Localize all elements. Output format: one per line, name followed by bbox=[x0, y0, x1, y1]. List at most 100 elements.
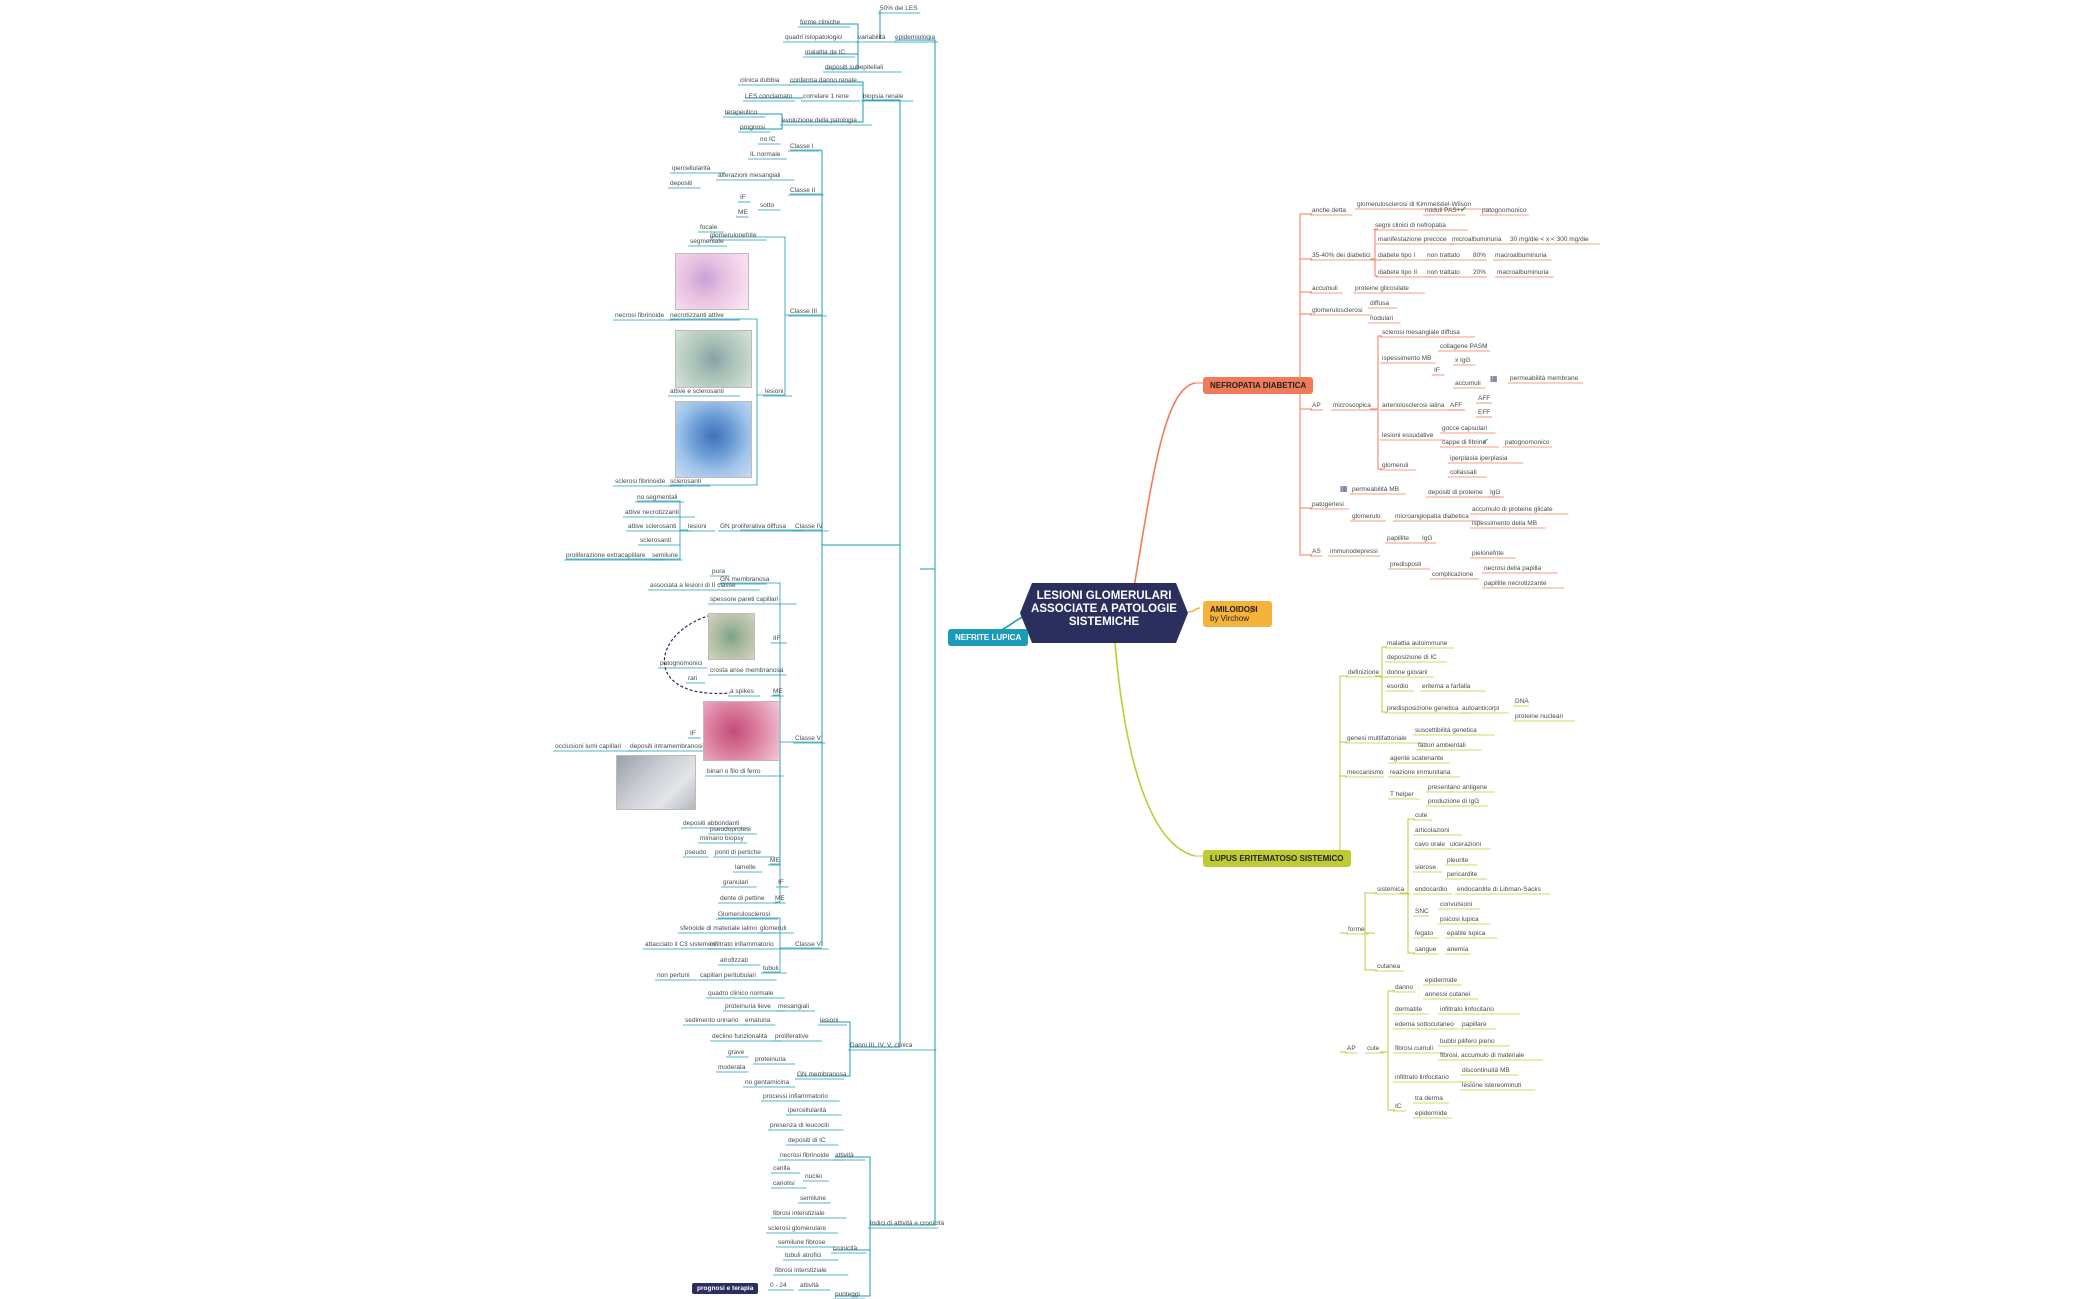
left-label-10[interactable]: correlare 1 rene bbox=[803, 93, 849, 100]
left-label-41[interactable]: sclerosanti bbox=[640, 537, 671, 544]
right_nefro-label-29[interactable]: AP bbox=[1312, 402, 1321, 409]
histology-image-5[interactable] bbox=[703, 701, 780, 761]
right_nefro-label-32[interactable]: AFF bbox=[1450, 402, 1462, 409]
right_nefro-label-12[interactable]: macroalbuminuria bbox=[1495, 252, 1547, 259]
left-label-9[interactable]: clinica dubbia bbox=[740, 77, 780, 84]
left-label-75[interactable]: Classe VI bbox=[795, 941, 823, 948]
histology-image-1[interactable] bbox=[675, 253, 749, 310]
right_nefro-label-28[interactable]: permeabilità membrane bbox=[1510, 375, 1579, 382]
right_nefro-label-38[interactable]: patognomonico bbox=[1505, 439, 1550, 446]
left-label-101[interactable]: nuclei bbox=[805, 1173, 822, 1180]
right_lupus-label-29[interactable]: forme bbox=[1348, 926, 1365, 933]
left-label-105[interactable]: Indici di attività e cronicità bbox=[870, 1220, 944, 1227]
left-label-88[interactable]: Danni III, IV, V, clinica bbox=[850, 1042, 913, 1049]
right_nefro-label-11[interactable]: 80% bbox=[1473, 252, 1486, 259]
right_nefro-label-14[interactable]: non trattato bbox=[1427, 269, 1460, 276]
right_lupus-label-52[interactable]: lesione istereominuti bbox=[1462, 1082, 1521, 1089]
left-label-94[interactable]: processi infiammatorio bbox=[763, 1093, 828, 1100]
left-label-25[interactable]: focale bbox=[700, 224, 718, 231]
right_nefro-label-26[interactable]: x IgG bbox=[1455, 357, 1471, 364]
left-label-115[interactable]: punteggi bbox=[835, 1291, 860, 1298]
left-label-95[interactable]: ipercellularità bbox=[788, 1107, 827, 1114]
right_nefro-label-15[interactable]: 20% bbox=[1473, 269, 1486, 276]
right_lupus-label-39[interactable]: danno bbox=[1395, 984, 1413, 991]
right_lupus-label-27[interactable]: endocardite di Libman-Sacks bbox=[1457, 886, 1542, 893]
right_nefro-label-0[interactable]: anche detta bbox=[1312, 207, 1346, 214]
left-label-4[interactable]: quadri istopatologici bbox=[785, 34, 842, 41]
left-label-59[interactable]: depositi abbondanti bbox=[683, 820, 739, 827]
right_lupus-label-1[interactable]: deposizione di IC bbox=[1387, 654, 1437, 661]
right_lupus-label-18[interactable]: produzione di IgG bbox=[1428, 798, 1479, 805]
left-label-110[interactable]: fibrosi interstiziale bbox=[775, 1267, 827, 1274]
left-label-32[interactable]: lesioni bbox=[765, 388, 783, 395]
right_nefro-label-50[interactable]: papillite bbox=[1387, 535, 1409, 542]
left-label-74[interactable]: attacciato il C3 sistemico bbox=[645, 941, 717, 948]
right_nefro-label-46[interactable]: glomerulo bbox=[1352, 513, 1381, 520]
left-label-83[interactable]: ematuria bbox=[745, 1017, 771, 1024]
left-label-17[interactable]: IL normale bbox=[750, 151, 781, 158]
right_nefro-label-1[interactable]: glomerulosclerosi di Kimmelstiel-Wilson bbox=[1357, 201, 1472, 208]
left-label-8[interactable]: conferma danno renale bbox=[790, 77, 857, 84]
right_nefro-label-58[interactable]: papillite necrotizzante bbox=[1484, 580, 1547, 587]
left-label-36[interactable]: no segmentali bbox=[637, 494, 677, 501]
histology-image-2[interactable] bbox=[675, 330, 752, 388]
right_lupus-label-55[interactable]: epidermide bbox=[1415, 1110, 1448, 1117]
right_lupus-label-21[interactable]: cavo orale bbox=[1415, 841, 1445, 848]
right_lupus-label-35[interactable]: sangue bbox=[1415, 946, 1437, 953]
right_nefro-label-47[interactable]: microangiopatia diabetica bbox=[1395, 513, 1469, 520]
left-label-30[interactable]: necrosi fibrinoide bbox=[615, 312, 665, 319]
right_nefro-label-49[interactable]: ispessimento della MB bbox=[1472, 520, 1537, 527]
right_lupus-label-31[interactable]: SNC bbox=[1415, 908, 1429, 915]
left-label-15[interactable]: Classe I bbox=[790, 143, 814, 150]
left-label-97[interactable]: depositi di IC bbox=[788, 1137, 826, 1144]
left-label-72[interactable]: glomeruli bbox=[760, 925, 786, 932]
left-label-103[interactable]: semilune bbox=[800, 1195, 826, 1202]
right_lupus-label-2[interactable]: donne giovani bbox=[1387, 669, 1427, 676]
left-label-79[interactable]: non pertuni bbox=[657, 972, 690, 979]
left-label-104[interactable]: fibrosi interstiziale bbox=[773, 1210, 825, 1217]
histology-image-3[interactable] bbox=[675, 401, 752, 478]
left-label-6[interactable]: depositi subepiteliali bbox=[825, 64, 883, 71]
right_nefro-label-44[interactable]: IgG bbox=[1490, 489, 1500, 496]
right_lupus-label-7[interactable]: autoanticorpi bbox=[1462, 705, 1499, 712]
left-label-42[interactable]: proliferazione extracapillare bbox=[566, 552, 646, 559]
right_nefro-label-41[interactable]: collassati bbox=[1450, 469, 1477, 476]
right_lupus-label-25[interactable]: pericardite bbox=[1447, 871, 1478, 878]
left-label-52[interactable]: a spikes bbox=[730, 688, 755, 695]
left-label-40[interactable]: lesioni bbox=[688, 523, 706, 530]
left-label-19[interactable]: alterazioni mesangiali bbox=[718, 172, 781, 179]
left-label-54[interactable]: Classe V bbox=[795, 735, 822, 742]
left-label-64[interactable]: lamelle bbox=[735, 864, 756, 871]
left-label-56[interactable]: depositi intramembranosi bbox=[630, 743, 703, 750]
right_nefro-label-23[interactable]: ispessimento MB bbox=[1382, 355, 1432, 362]
right_nefro-label-4[interactable]: segni clinici di nefropatia bbox=[1375, 222, 1446, 229]
right_lupus-label-48[interactable]: AP bbox=[1347, 1045, 1356, 1052]
right_lupus-label-37[interactable]: cutanea bbox=[1377, 963, 1401, 970]
left-label-60[interactable]: pseudoprotesi bbox=[710, 826, 751, 833]
left-label-81[interactable]: proteinuria lieve bbox=[725, 1003, 771, 1010]
left-label-63[interactable]: pseudo bbox=[685, 849, 707, 856]
left-label-87[interactable]: proliferative bbox=[775, 1033, 809, 1040]
left-label-55[interactable]: IF bbox=[690, 730, 696, 737]
left-label-85[interactable]: lesioni bbox=[820, 1017, 838, 1024]
right_nefro-label-39[interactable]: iperplasia iperplasia bbox=[1450, 455, 1508, 462]
right_lupus-label-3[interactable]: definizione bbox=[1348, 669, 1379, 676]
left-label-67[interactable]: IF bbox=[778, 879, 784, 886]
right_nefro-label-3[interactable]: patognomonico bbox=[1482, 207, 1527, 214]
right_lupus-label-43[interactable]: edema sottocutaneo bbox=[1395, 1021, 1454, 1028]
right_lupus-label-53[interactable]: tra derma bbox=[1415, 1095, 1443, 1102]
central-node[interactable] bbox=[1020, 583, 1188, 643]
left-label-50[interactable]: patognomonici bbox=[660, 660, 702, 667]
link-icon[interactable]: ☍ bbox=[1248, 606, 1257, 615]
right_nefro-label-2[interactable]: noduli PAS+ bbox=[1425, 207, 1461, 214]
left-label-89[interactable]: grave bbox=[728, 1049, 745, 1056]
branch-lupus[interactable]: LUPUS ERITEMATOSO SISTEMICO bbox=[1203, 850, 1351, 867]
left-label-84[interactable]: sedimento urinario bbox=[685, 1017, 739, 1024]
left-label-16[interactable]: no IC bbox=[760, 136, 776, 143]
right_nefro-label-27[interactable]: accumuli bbox=[1455, 380, 1481, 387]
right_nefro-label-25[interactable]: IF bbox=[1434, 367, 1440, 374]
right_lupus-label-23[interactable]: pleurite bbox=[1447, 857, 1469, 864]
right_nefro-label-33[interactable]: AFF bbox=[1478, 395, 1490, 402]
right_nefro-label-36[interactable]: lesioni essudative bbox=[1382, 432, 1434, 439]
left-label-76[interactable]: atrofizzati bbox=[720, 957, 748, 964]
